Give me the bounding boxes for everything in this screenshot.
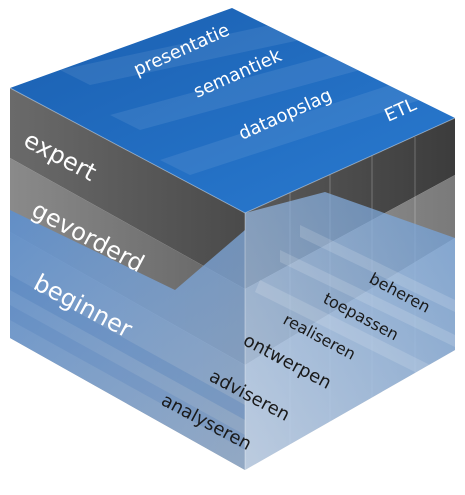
left-face [10, 88, 245, 470]
left-strip-2 [10, 305, 245, 450]
top-stripe-1 [60, 25, 300, 85]
right-face [245, 118, 455, 470]
top-stripe-3 [160, 85, 420, 175]
right-stripe-3 [255, 280, 430, 377]
top-stripe-2 [110, 55, 360, 130]
right-stripe-2 [280, 250, 455, 347]
cube-edges [9, 87, 456, 470]
left-strip-1 [10, 275, 245, 420]
right-blue-overlay [245, 192, 455, 470]
left-blue-overlay [10, 210, 245, 470]
top-face [10, 8, 455, 213]
left-band-expert [10, 88, 245, 289]
top-face-base [10, 8, 455, 213]
right-stripe-1 [300, 225, 455, 312]
